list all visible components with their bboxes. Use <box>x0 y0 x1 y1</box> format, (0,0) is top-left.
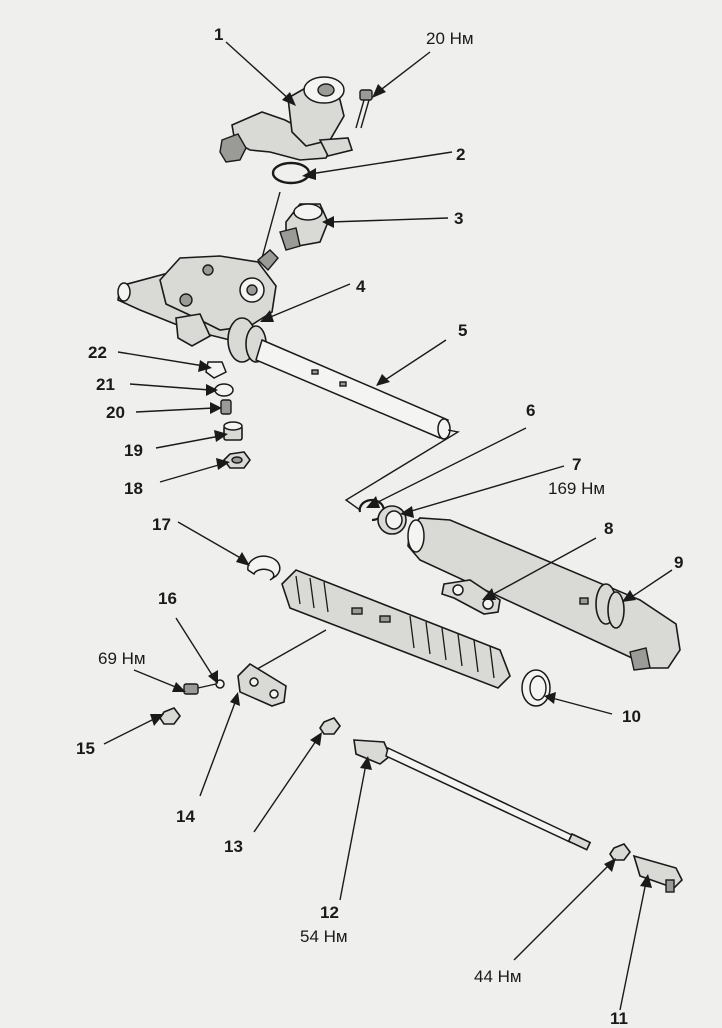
label-torque-20: 20 Нм <box>426 29 474 48</box>
part-19-plug <box>223 421 243 441</box>
part-17-band <box>247 555 281 581</box>
label-torque-69: 69 Нм <box>98 649 146 668</box>
label-1: 1 <box>214 25 223 44</box>
part-3-cap <box>279 203 329 251</box>
label-5: 5 <box>458 321 467 340</box>
part-11-tie-rod-end <box>632 854 683 893</box>
label-19: 19 <box>124 441 143 460</box>
label-15: 15 <box>76 739 95 758</box>
part-15-nut <box>159 707 181 725</box>
part-10-band <box>521 669 551 707</box>
label-7: 7 <box>572 455 581 474</box>
label-6: 6 <box>526 401 535 420</box>
part-18-locknut <box>222 451 251 469</box>
part-7-rack-locknut <box>377 505 407 535</box>
label-8: 8 <box>604 519 613 538</box>
part-12-tie-rod <box>353 739 592 851</box>
leader-lines <box>103 41 673 1011</box>
part-1-motor <box>219 76 354 163</box>
motor-bolt <box>355 89 373 129</box>
label-9: 9 <box>674 553 683 572</box>
label-18: 18 <box>124 479 143 498</box>
part-14-bracket <box>237 662 287 707</box>
part-5-rack <box>255 338 451 440</box>
label-20: 20 <box>106 403 125 422</box>
steering-boot <box>281 569 511 689</box>
label-21: 21 <box>96 375 115 394</box>
label-11: 11 <box>610 1009 628 1028</box>
part-13-nut <box>319 717 341 735</box>
part-2-o-ring <box>271 161 311 185</box>
label-3: 3 <box>454 209 463 228</box>
tie-rod-locknut <box>609 843 631 861</box>
part-4-gear-housing <box>117 249 279 363</box>
part-9-housing-tube <box>407 517 681 671</box>
label-10: 10 <box>622 707 641 726</box>
label-16: 16 <box>158 589 177 608</box>
label-torque-169: 169 Нм <box>548 479 605 498</box>
label-12: 12 <box>320 903 339 922</box>
label-14: 14 <box>176 807 195 826</box>
label-torque-44: 44 Нм <box>474 967 522 986</box>
part-22-cap <box>205 361 227 379</box>
bracket-bolt <box>183 683 217 695</box>
label-2: 2 <box>456 145 465 164</box>
part-20-spring <box>220 399 232 415</box>
label-13: 13 <box>224 837 243 856</box>
label-4: 4 <box>356 277 366 296</box>
label-17: 17 <box>152 515 171 534</box>
label-torque-54: 54 Нм <box>300 927 348 946</box>
label-22: 22 <box>88 343 107 362</box>
part-8-clamp <box>441 579 501 615</box>
